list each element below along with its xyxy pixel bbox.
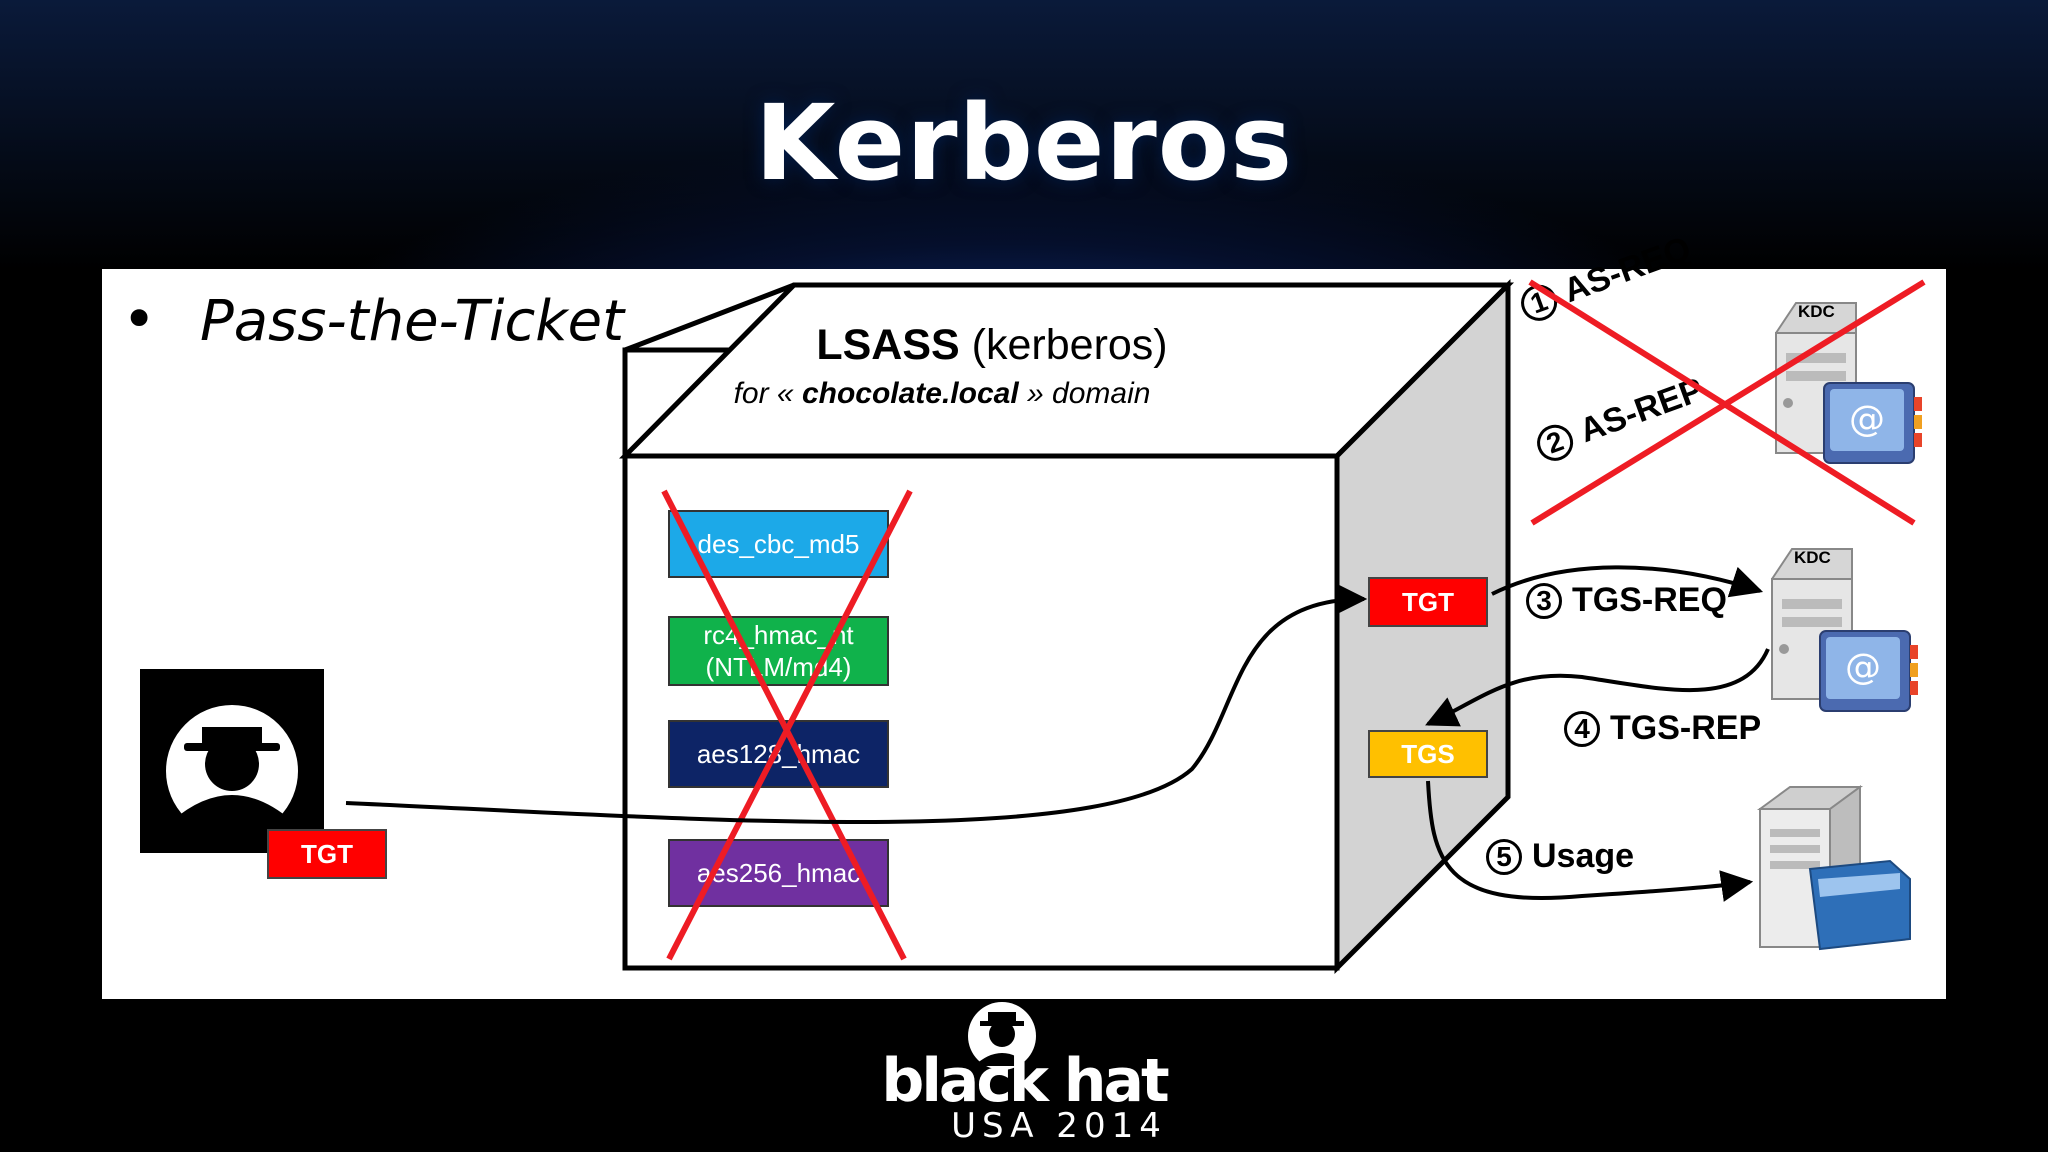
svg-text:KDC: KDC: [1794, 548, 1831, 567]
svg-text:@: @: [1845, 647, 1881, 688]
hat-silhouette-icon: [166, 705, 298, 839]
lsass-title: LSASS (kerberos): [816, 321, 1168, 369]
svg-text:@: @: [1849, 399, 1885, 440]
svg-text:KDC: KDC: [1798, 302, 1835, 321]
attacker-tgt-ticket: TGT: [267, 829, 387, 879]
lsass-tgs-ticket: TGS: [1368, 730, 1488, 778]
cipher-cross-icon: [661, 489, 913, 961]
lsass-tgt-ticket: TGT: [1368, 577, 1488, 627]
flow-arrows: [345, 565, 1770, 902]
file-server-icon: [1756, 785, 1911, 951]
black-hat-logo-icon: [968, 1002, 1036, 1070]
kdc-server-2-icon: KDC @: [1771, 548, 1918, 712]
lsass-subtitle: for « chocolate.local » domain: [733, 377, 1151, 410]
slide-title: Kerberos: [754, 82, 1294, 204]
as-cross-icon: [1528, 279, 1926, 526]
diagram-panel: • Pass-the-Ticket LSASS (kerberos) for «…: [102, 229, 1946, 999]
header-earth-background: [0, 0, 2048, 270]
bullet-text: Pass-the-Ticket: [200, 289, 625, 354]
logo-wordmark: black hat: [881, 1046, 1169, 1116]
cipher-des-cbc-md5: des_cbc_md5: [668, 510, 889, 578]
kdc-server-icon: KDC @: [1775, 302, 1922, 464]
logo-event: USA 2014: [951, 1106, 1167, 1146]
attacker-avatar: [140, 669, 324, 853]
bullet-point: •: [122, 285, 157, 353]
cipher-aes256-hmac: aes256_hmac: [668, 839, 889, 907]
